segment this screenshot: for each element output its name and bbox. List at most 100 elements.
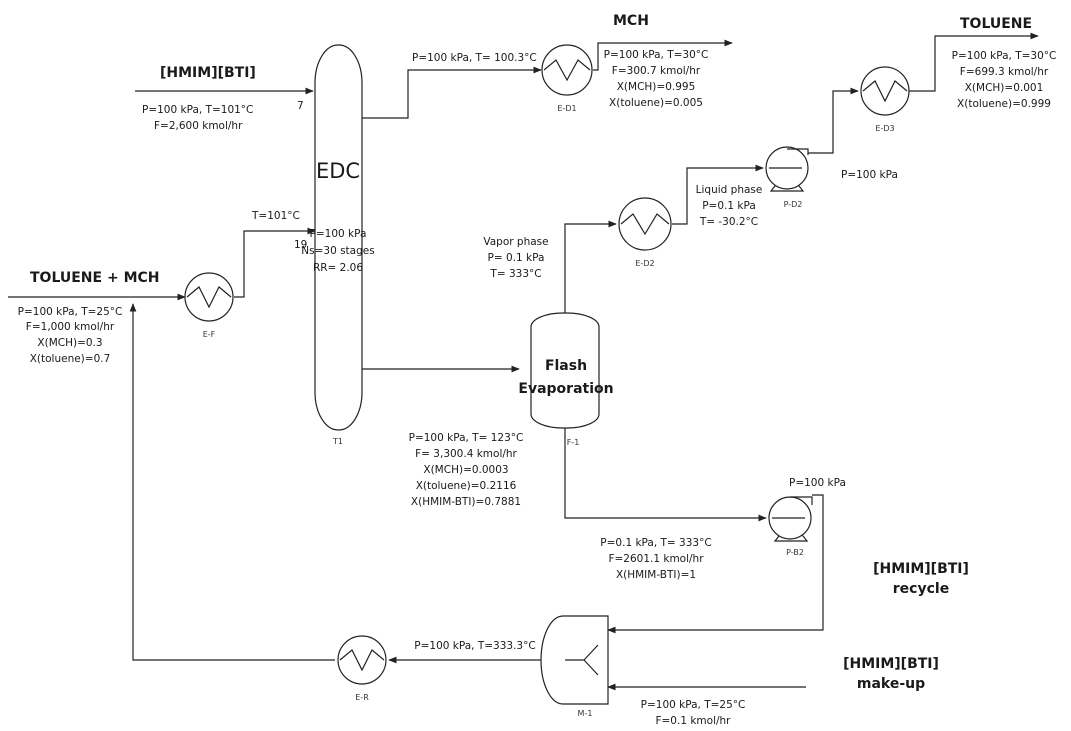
recycle-annotations: [HMIM][BTI] recycle: [873, 561, 969, 597]
recycle-line: [607, 494, 824, 634]
mch-cond4: X(toluene)=0.005: [609, 97, 703, 109]
flash-liquid-annotations: P=0.1 kPa, T= 333°C F=2601.1 kmol/hr X(H…: [600, 537, 711, 581]
heat-exchanger-icon[interactable]: [860, 66, 910, 116]
solvent-cond2: F=2,600 kmol/hr: [154, 120, 243, 132]
toluene-cond3: X(MCH)=0.001: [965, 82, 1044, 94]
feed-cond1: P=100 kPa, T=25°C: [18, 306, 123, 318]
bottoms-cond4: X(toluene)=0.2116: [416, 480, 517, 492]
coil-icon: [339, 649, 385, 672]
vapor-phase-label: Vapor phase: [483, 236, 548, 248]
vapor-phase-pressure: P= 0.1 kPa: [488, 252, 545, 264]
flash-label-line2: Evaporation: [518, 381, 613, 397]
pd2-tag: P-D2: [784, 200, 803, 209]
ed2-tag: E-D2: [635, 259, 654, 268]
coil-icon: [543, 59, 591, 82]
pump-b2-out-cond: P=100 kPa: [789, 477, 846, 489]
ed3-tag: E-D3: [875, 124, 894, 133]
coil-icon: [620, 213, 670, 236]
solvent-label: [HMIM][BTI]: [160, 65, 256, 81]
pb2-tag: P-B2: [786, 548, 804, 557]
pump-discharge-icon: [787, 148, 809, 155]
makeup-label2: make-up: [857, 676, 925, 692]
flash-liquid-cond1: P=0.1 kPa, T= 333°C: [600, 537, 711, 549]
column-tag: T1: [332, 437, 343, 446]
liquid-phase-annotations: Liquid phase P=0.1 kPa T= -30.2°C: [696, 184, 763, 228]
vapor-phase-annotations: Vapor phase P= 0.1 kPa T= 333°C: [483, 236, 548, 280]
toluene-label: TOLUENE: [960, 16, 1032, 32]
heat-exchanger-ed3[interactable]: E-D3: [860, 66, 910, 133]
solvent-cond1: P=100 kPa, T=101°C: [142, 104, 253, 116]
pump-d2-out-line: [808, 87, 859, 154]
column-spec-stages: Ns=30 stages: [301, 245, 374, 257]
makeup-label1: [HMIM][BTI]: [843, 656, 939, 672]
recycle-label1: [HMIM][BTI]: [873, 561, 969, 577]
distillate-cond: P=100 kPa, T= 100.3°C: [412, 52, 537, 64]
mch-product-line: [593, 39, 733, 71]
mixer-icon: [565, 644, 599, 676]
m1-tag: M-1: [578, 709, 593, 718]
heat-exchanger-icon[interactable]: [337, 635, 387, 685]
flash-tag: F-1: [567, 438, 580, 447]
liquid-phase-line: [672, 164, 764, 225]
heated-feed-annotations: T=101°C 19: [251, 210, 307, 251]
bottoms-cond3: X(MCH)=0.0003: [423, 464, 508, 476]
pump-pb2[interactable]: P-B2: [768, 496, 813, 557]
heated-feed-stage: 19: [294, 239, 307, 251]
heat-exchanger-icon[interactable]: [184, 272, 234, 322]
mch-product-annotations: MCH P=100 kPa, T=30°C F=300.7 kmol/hr X(…: [604, 13, 709, 109]
bottoms-annotations: P=100 kPa, T= 123°C F= 3,300.4 kmol/hr X…: [409, 432, 524, 508]
bottoms-cond1: P=100 kPa, T= 123°C: [409, 432, 524, 444]
feed-cond4: X(toluene)=0.7: [30, 353, 111, 365]
pump-d2-out-cond: P=100 kPa: [841, 169, 898, 181]
liquid-phase-temp: T= -30.2°C: [699, 216, 758, 228]
ed1-tag: E-D1: [557, 104, 576, 113]
flash-liquid-cond2: F=2601.1 kmol/hr: [608, 553, 704, 565]
coil-icon: [186, 286, 232, 309]
toluene-cond1: P=100 kPa, T=30°C: [952, 50, 1057, 62]
heat-exchanger-icon[interactable]: [541, 44, 593, 96]
toluene-product-line: [909, 32, 1039, 92]
flash-drum[interactable]: Flash Evaporation F-1: [518, 312, 614, 447]
flash-liquid-cond3: X(HMIM-BTI)=1: [616, 569, 696, 581]
flash-label-line1: Flash: [545, 358, 587, 374]
heat-exchanger-ef[interactable]: E-F: [184, 272, 234, 339]
heat-exchanger-er[interactable]: E-R: [337, 635, 387, 702]
column-spec-reflux: RR= 2.06: [313, 262, 363, 274]
feed-annotations: TOLUENE + MCH P=100 kPa, T=25°C F=1,000 …: [18, 270, 160, 365]
heat-exchanger-ed2[interactable]: E-D2: [618, 197, 672, 268]
heat-exchanger-ed1[interactable]: E-D1: [541, 44, 593, 113]
toluene-product-annotations: TOLUENE P=100 kPa, T=30°C F=699.3 kmol/h…: [952, 16, 1057, 110]
mch-cond3: X(MCH)=0.995: [617, 81, 696, 93]
heated-feed-temp: T=101°C: [251, 210, 300, 222]
feed-cond3: X(MCH)=0.3: [37, 337, 102, 349]
edc-column[interactable]: EDC P=100 kPa Ns=30 stages RR= 2.06 T1: [301, 44, 375, 446]
stream-lines: [8, 32, 1039, 691]
return-line: [129, 303, 335, 661]
toluene-cond2: F=699.3 kmol/hr: [960, 66, 1049, 78]
vapor-line: [564, 220, 617, 313]
coil-icon: [862, 80, 908, 103]
mch-cond1: P=100 kPa, T=30°C: [604, 49, 709, 61]
bottoms-cond5: X(HMIM-BTI)=0.7881: [411, 496, 521, 508]
bottoms-cond2: F= 3,300.4 kmol/hr: [415, 448, 517, 460]
flash-vessel[interactable]: [530, 312, 600, 429]
column-spec-pressure: P=100 kPa: [310, 228, 367, 240]
mixer-out-cond: P=100 kPa, T=333.3°C: [414, 640, 535, 652]
mch-label: MCH: [613, 13, 649, 29]
distillate-line: [358, 66, 542, 119]
heat-exchanger-icon[interactable]: [618, 197, 672, 251]
column-title: EDC: [316, 159, 360, 183]
pump-discharge-icon: [790, 496, 813, 505]
pump-pd2[interactable]: P-D2: [765, 146, 809, 209]
er-tag: E-R: [355, 693, 369, 702]
recycle-label2: recycle: [893, 581, 949, 597]
feed-label: TOLUENE + MCH: [30, 270, 160, 286]
solvent-stage: 7: [297, 100, 304, 112]
flash-liquid-line: [564, 428, 767, 522]
mixer-m1[interactable]: M-1: [540, 615, 609, 718]
liquid-phase-label: Liquid phase: [696, 184, 763, 196]
solvent-annotations: [HMIM][BTI] 7 P=100 kPa, T=101°C F=2,600…: [142, 65, 304, 132]
column-vessel[interactable]: [314, 44, 363, 431]
makeup-cond2: F=0.1 kmol/hr: [655, 715, 731, 727]
